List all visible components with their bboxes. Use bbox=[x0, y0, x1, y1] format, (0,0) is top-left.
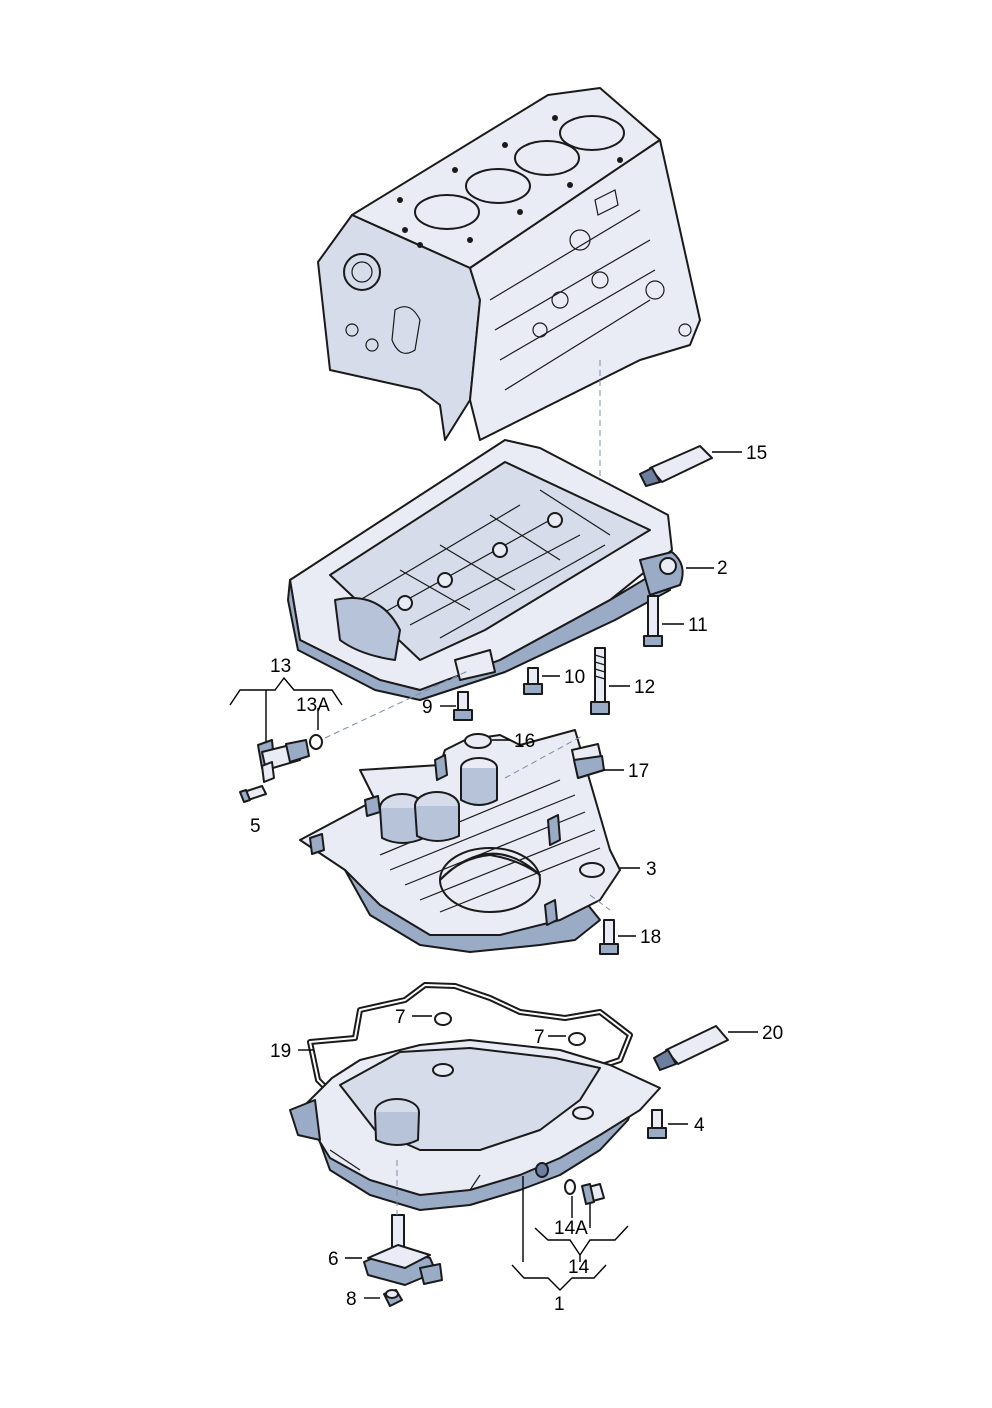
seal-16 bbox=[464, 733, 492, 749]
bedplate-2 bbox=[287, 439, 714, 701]
o-ring-13a bbox=[309, 734, 323, 750]
callout-9: 9 bbox=[422, 697, 433, 718]
callout-13: 13 bbox=[270, 656, 291, 677]
callout-2: 2 bbox=[717, 558, 728, 579]
bolt-12 bbox=[590, 647, 630, 715]
callout-11: 11 bbox=[688, 615, 708, 636]
callout-19: 19 bbox=[270, 1041, 291, 1062]
callout-14a: 14A bbox=[554, 1218, 588, 1239]
callout-5: 5 bbox=[250, 816, 261, 837]
callout-1: 1 bbox=[554, 1294, 565, 1315]
bolt-11 bbox=[643, 595, 684, 647]
callout-13a: 13A bbox=[296, 695, 330, 716]
group-14-bracket bbox=[511, 1176, 629, 1291]
solenoid-valve-13 bbox=[257, 739, 310, 783]
washer-7-right bbox=[568, 1032, 586, 1046]
drain-plug-14 bbox=[581, 1183, 605, 1205]
bolt-5 bbox=[239, 785, 267, 803]
callout-6: 6 bbox=[328, 1249, 339, 1270]
bolt-4 bbox=[647, 1109, 688, 1139]
callout-3: 3 bbox=[646, 859, 657, 880]
callout-12: 12 bbox=[634, 677, 655, 698]
sealant-tube-15 bbox=[639, 445, 742, 487]
nut-17 bbox=[571, 743, 624, 779]
sealant-tube-20 bbox=[653, 1025, 758, 1071]
callout-14: 14 bbox=[568, 1257, 590, 1278]
callout-10: 10 bbox=[564, 667, 585, 688]
group-13-bracket bbox=[229, 676, 343, 745]
engine-block bbox=[317, 87, 701, 441]
nut-8 bbox=[364, 1289, 403, 1307]
callout-17: 17 bbox=[628, 761, 649, 782]
seal-ring-14a bbox=[564, 1179, 576, 1195]
callout-16: 16 bbox=[514, 731, 535, 752]
callout-7-left: 7 bbox=[395, 1007, 406, 1028]
callout-20: 20 bbox=[762, 1023, 783, 1044]
baffle-plate-3 bbox=[299, 729, 640, 953]
callout-18: 18 bbox=[640, 927, 661, 948]
callout-15: 15 bbox=[746, 443, 767, 464]
washer-7-left bbox=[434, 1012, 452, 1026]
bolt-18 bbox=[589, 894, 636, 955]
oil-pan-1 bbox=[289, 1039, 661, 1211]
callout-4: 4 bbox=[694, 1115, 705, 1136]
bolt-10 bbox=[523, 667, 560, 695]
oil-level-sensor-6 bbox=[345, 1214, 443, 1286]
callout-8: 8 bbox=[346, 1289, 357, 1310]
callout-7-right: 7 bbox=[534, 1027, 545, 1048]
bolt-9 bbox=[440, 691, 473, 721]
